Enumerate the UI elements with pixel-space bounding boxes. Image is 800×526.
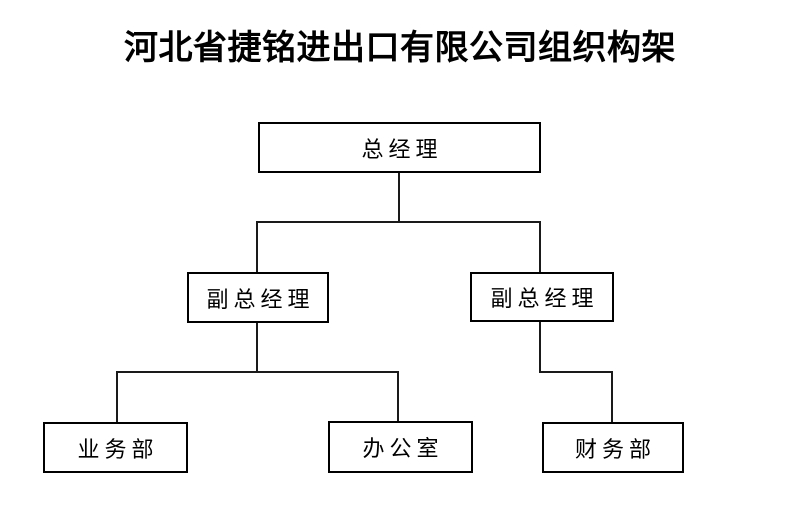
org-node-deputy-gm-left: 副总经理: [187, 272, 329, 323]
org-node-deputy-gm-right: 副总经理: [470, 272, 614, 322]
org-node-general-manager: 总经理: [258, 122, 541, 173]
org-node-label: 副总经理: [490, 287, 599, 312]
org-node-label: 财务部: [574, 437, 656, 463]
connector-deputy-right-down: [539, 320, 541, 373]
connector-left-horizontal: [116, 371, 399, 373]
connector-top-horizontal: [256, 221, 541, 223]
connector-deputy-left-in: [256, 221, 258, 274]
connector-deputy-right-in: [539, 221, 541, 274]
connector-office-in: [397, 371, 399, 423]
connector-finance-in: [611, 371, 613, 424]
connector-deputy-left-down: [256, 320, 258, 373]
page-title: 河北省捷铭进出口有限公司组织构架: [124, 28, 676, 68]
org-node-label: 副总经理: [206, 287, 315, 313]
org-node-finance-department: 财务部: [542, 422, 684, 473]
connector-right-horizontal: [539, 371, 613, 373]
org-node-label: 总经理: [361, 137, 443, 163]
org-node-office: 办公室: [328, 421, 473, 473]
org-node-business-department: 业务部: [43, 422, 188, 473]
org-node-label: 业务部: [77, 437, 159, 463]
connector-gm-down: [398, 170, 400, 223]
org-node-label: 办公室: [362, 437, 444, 462]
connector-business-in: [116, 371, 118, 424]
